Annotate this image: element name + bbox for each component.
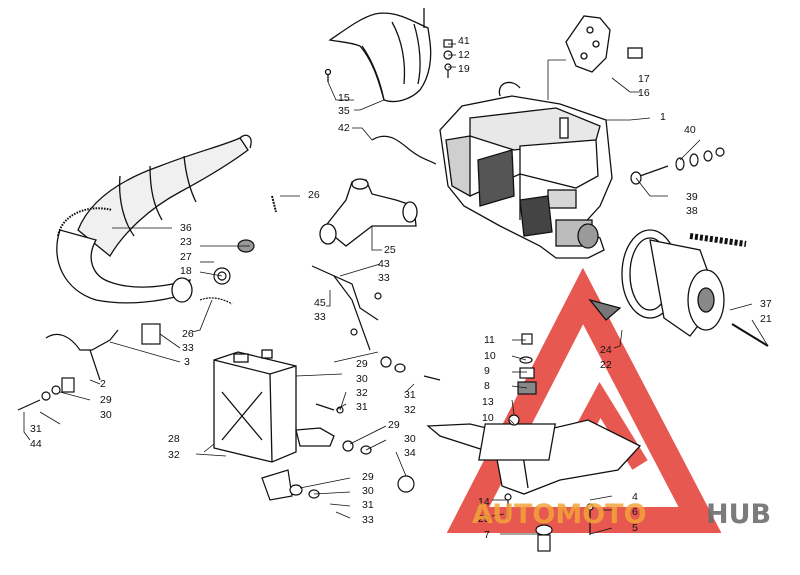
callout-36: 36 — [180, 222, 192, 234]
watermark-brand-right: HUB — [706, 499, 771, 530]
callout-30d: 30 — [362, 485, 374, 497]
callout-14: 14 — [478, 496, 490, 508]
mounting-plate — [426, 419, 642, 495]
callout-13: 13 — [482, 396, 494, 408]
callout-33b: 33 — [314, 311, 326, 323]
callout-10a: 10 — [484, 350, 496, 362]
callout-43: 43 — [378, 258, 390, 270]
callout-42: 42 — [338, 122, 350, 134]
callout-labels: 41 12 19 15 35 42 17 16 1 40 39 38 26 36… — [30, 35, 772, 541]
oil-tank — [213, 349, 335, 463]
callout-9: 9 — [484, 365, 490, 377]
callout-28: 28 — [168, 433, 180, 445]
leader-lines — [23, 43, 769, 535]
callout-29b: 29 — [356, 358, 368, 370]
callout-5: 5 — [632, 522, 638, 534]
callout-45: 45 — [314, 297, 326, 309]
heat-shield — [324, 8, 432, 103]
drive-clutch — [588, 229, 747, 337]
callout-24: 24 — [600, 344, 612, 356]
mount-bracket — [565, 15, 643, 73]
expansion-chamber — [56, 134, 252, 304]
callout-15: 15 — [338, 92, 350, 104]
callout-29c: 29 — [388, 419, 400, 431]
callout-19: 19 — [458, 63, 470, 75]
callout-23: 23 — [180, 236, 192, 248]
callout-32b: 32 — [404, 404, 416, 416]
callout-4: 4 — [632, 491, 638, 503]
callout-37: 37 — [760, 298, 772, 310]
callout-16: 16 — [638, 87, 650, 99]
callout-30c: 30 — [404, 433, 416, 445]
callout-44: 44 — [30, 438, 42, 450]
callout-8: 8 — [484, 380, 490, 392]
callout-22: 22 — [600, 359, 612, 371]
callout-1: 1 — [660, 111, 666, 123]
callout-40: 40 — [684, 124, 696, 136]
callout-33c: 33 — [182, 342, 194, 354]
callout-41: 41 — [458, 35, 470, 47]
callout-34: 34 — [404, 447, 416, 459]
callout-7: 7 — [484, 529, 490, 541]
left-support-linkage — [17, 265, 382, 411]
callout-39: 39 — [686, 191, 698, 203]
callout-2: 2 — [100, 378, 106, 390]
y-pipe — [319, 178, 418, 247]
callout-33a: 33 — [378, 272, 390, 284]
callout-33d: 33 — [362, 514, 374, 526]
callout-6: 6 — [632, 506, 638, 518]
tank-mount-hardware — [261, 356, 441, 501]
clutch-bolt — [731, 323, 769, 347]
callout-3: 3 — [184, 356, 190, 368]
callout-26a: 26 — [308, 189, 320, 201]
watermark-brand-left: AUTOMOTO — [472, 499, 647, 530]
callout-11: 11 — [484, 334, 495, 346]
callout-30b: 30 — [356, 373, 368, 385]
callout-31c: 31 — [356, 401, 368, 413]
watermark-brand: AUTOMOTO HUB — [472, 499, 771, 530]
callout-12: 12 — [458, 49, 470, 61]
callout-31a: 31 — [30, 423, 42, 435]
callout-35: 35 — [338, 105, 350, 117]
callout-20: 20 — [478, 513, 490, 525]
callout-27: 27 — [180, 251, 192, 263]
spring-36 — [57, 207, 113, 237]
gaskets-springs — [199, 195, 277, 305]
callout-25: 25 — [384, 244, 396, 256]
callout-31b: 31 — [404, 389, 416, 401]
callout-29d: 29 — [362, 471, 374, 483]
engine-block — [439, 81, 613, 259]
callout-31d: 31 — [362, 499, 374, 511]
bolt-stack-top — [443, 39, 453, 78]
callout-38: 38 — [686, 205, 698, 217]
callout-29a: 29 — [100, 394, 112, 406]
callout-21: 21 — [760, 313, 772, 325]
bottom-hardware — [504, 493, 594, 552]
callout-26b: 26 — [182, 328, 194, 340]
callout-17: 17 — [638, 73, 650, 85]
callout-10b: 10 — [482, 412, 494, 424]
callout-32a: 32 — [356, 387, 368, 399]
engine-mount-bolt — [630, 147, 725, 185]
callout-30a: 30 — [100, 409, 112, 421]
spring-42 — [371, 135, 437, 165]
callout-32c: 32 — [168, 449, 180, 461]
callout-18: 18 — [180, 265, 192, 277]
